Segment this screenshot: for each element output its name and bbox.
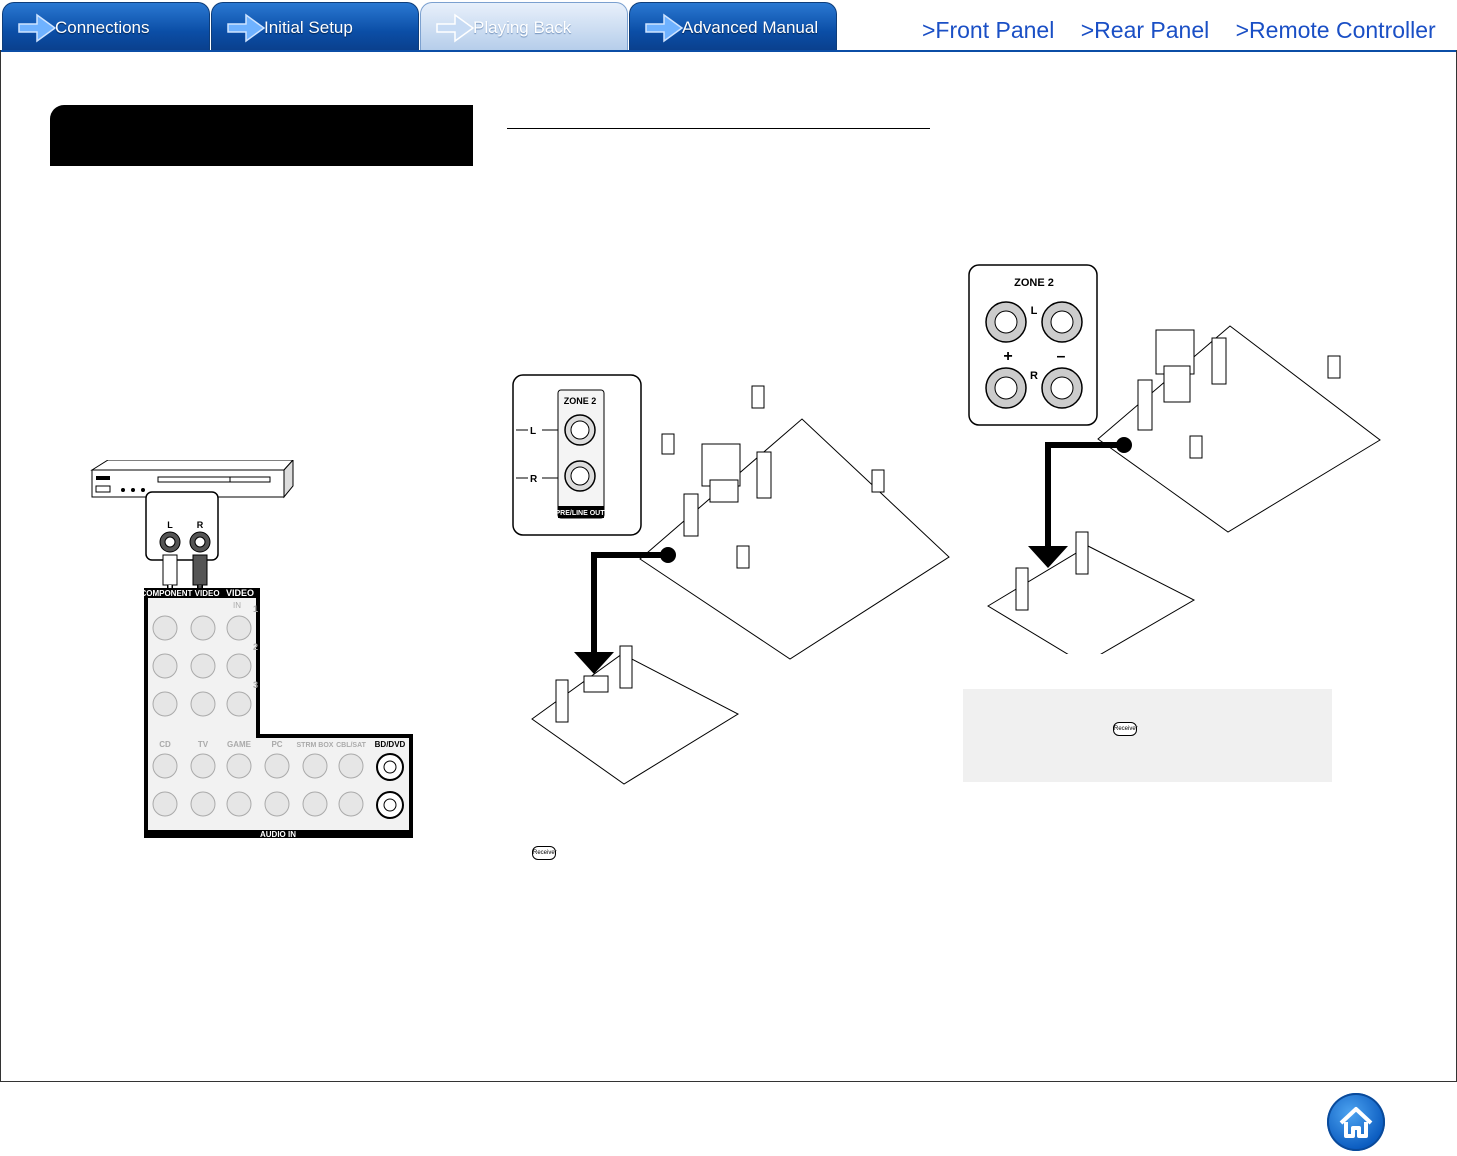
arrow-right-icon bbox=[227, 13, 266, 43]
tab-label: Playing Back bbox=[473, 18, 572, 37]
tab-advanced-manual[interactable]: Advanced Manual bbox=[629, 2, 837, 51]
zone2-preout-diagram: ZONE 2 PRE/LINE OUT L R bbox=[512, 374, 950, 785]
receiver-mode-icon: Receiver bbox=[1113, 722, 1138, 736]
main-room-speakers-2 bbox=[1137, 329, 1341, 459]
top-nav-tabs: Connections Initial Setup Playing Back A… bbox=[0, 0, 840, 51]
panel-links: >Front Panel >Rear Panel >Remote Control… bbox=[922, 17, 1436, 44]
nav-underline bbox=[0, 50, 1457, 52]
component-video-header: COMPONENT VIDEO bbox=[140, 589, 219, 598]
zone2-speaker-minus: – bbox=[1057, 348, 1066, 365]
input-game: GAME bbox=[227, 740, 252, 749]
home-icon bbox=[1339, 1107, 1373, 1138]
note-box: Receiver bbox=[963, 689, 1332, 782]
zone2-speaker-diagram: ZONE 2 L R + – bbox=[968, 264, 1381, 654]
input-cd: CD bbox=[159, 740, 171, 749]
tab-label: Advanced Manual bbox=[682, 18, 819, 37]
video-header: VIDEO bbox=[226, 588, 254, 598]
front-panel-link[interactable]: >Front Panel bbox=[922, 17, 1055, 43]
arrow-right-icon bbox=[645, 13, 684, 43]
tab-initial-setup[interactable]: Initial Setup bbox=[211, 2, 419, 51]
zone2-preout-footer: PRE/LINE OUT bbox=[555, 510, 605, 517]
arrow-right-icon bbox=[18, 13, 57, 43]
video-num-2: 2 bbox=[253, 642, 258, 652]
video-num-1: 1 bbox=[253, 604, 258, 614]
main-room-speakers bbox=[661, 385, 885, 569]
receiver-rear-panel: COMPONENT VIDEO VIDEO IN 1 2 3 CD TV GAM… bbox=[140, 588, 413, 839]
zone2-preout-title: ZONE 2 bbox=[564, 396, 597, 406]
section-heading-bar bbox=[50, 105, 473, 166]
input-tv: TV bbox=[198, 740, 209, 749]
zone2-speaker-r: R bbox=[1030, 370, 1038, 382]
input-bd-dvd: BD/DVD bbox=[375, 740, 406, 749]
input-strm-box: STRM BOX bbox=[297, 742, 334, 749]
player-jack-inset bbox=[145, 491, 219, 561]
zone2-speaker-plus: + bbox=[1003, 348, 1012, 365]
player-to-receiver-diagram: L R COMPONENT VIDEO VIDEO IN 1 2 3 CD TV bbox=[90, 460, 413, 839]
receiver-mode-icon: Receiver bbox=[532, 846, 557, 860]
zone2-speaker-title: ZONE 2 bbox=[1014, 277, 1054, 289]
zone2-speaker-l: L bbox=[1031, 305, 1038, 317]
remote-controller-link[interactable]: >Remote Controller bbox=[1235, 17, 1436, 43]
input-pc: PC bbox=[271, 740, 282, 749]
input-cbl-sat: CBL/SAT bbox=[336, 742, 367, 749]
tab-label: Connections bbox=[55, 18, 150, 37]
player-jack-r: R bbox=[197, 520, 204, 530]
audio-in-label: AUDIO IN bbox=[260, 830, 296, 839]
tab-connections[interactable]: Connections bbox=[2, 2, 210, 51]
zone2-preout-r: R bbox=[530, 474, 538, 485]
rear-panel-link[interactable]: >Rear Panel bbox=[1080, 17, 1210, 43]
zone2-preout-l: L bbox=[530, 426, 536, 437]
tab-label: Initial Setup bbox=[264, 18, 353, 37]
subsection-rule bbox=[507, 128, 930, 129]
video-num-3: 3 bbox=[253, 680, 258, 690]
tab-playing-back[interactable]: Playing Back bbox=[420, 2, 628, 51]
home-button[interactable] bbox=[1327, 1093, 1385, 1151]
player-jack-l: L bbox=[167, 520, 173, 530]
arrow-right-icon bbox=[436, 13, 475, 43]
video-in-label: IN bbox=[233, 601, 241, 610]
